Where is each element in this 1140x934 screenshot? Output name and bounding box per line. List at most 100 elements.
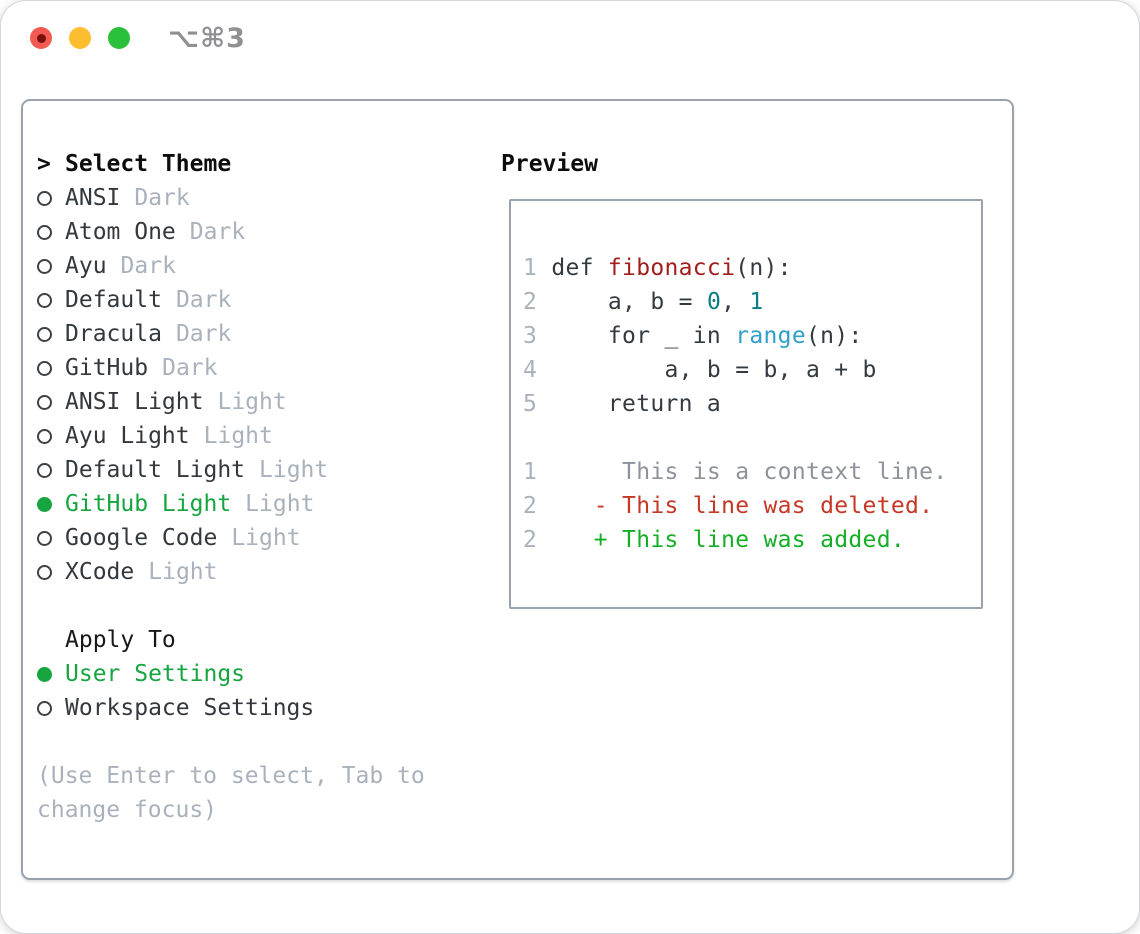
preview-column: Preview 1 def fibonacci(n): 2 a, b = 0, 1…	[501, 147, 1001, 609]
theme-item-ayu-light[interactable]: Ayu Light Light	[37, 419, 487, 453]
select-theme-header-row: > Select Theme	[37, 147, 487, 181]
radio-slot	[37, 394, 65, 410]
radio-slot	[37, 292, 65, 308]
radio-icon	[37, 462, 52, 478]
radio-slot	[37, 360, 65, 376]
theme-name: GitHub	[65, 355, 149, 381]
theme-variant-tag: Light	[231, 525, 301, 551]
radio-slot	[37, 564, 65, 580]
theme-item-github[interactable]: GitHub Dark	[37, 351, 487, 385]
code-line: 2 a, b = 0, 1	[523, 289, 764, 315]
theme-item-ansi-light[interactable]: ANSI Light Light	[37, 385, 487, 419]
apply-to-option-workspace-settings[interactable]: Workspace Settings	[37, 691, 487, 725]
theme-variant-tag: Light	[259, 457, 329, 483]
theme-name: XCode	[65, 559, 135, 585]
hint-text: (Use Enter to select, Tab to change focu…	[37, 763, 425, 823]
theme-item-dracula[interactable]: Dracula Dark	[37, 317, 487, 351]
preview-title: Preview	[501, 151, 598, 177]
radio-icon	[37, 428, 52, 444]
spacer	[37, 589, 487, 623]
preview-header-row: Preview	[501, 147, 1001, 181]
theme-variant-tag: Light	[148, 559, 218, 585]
radio-icon	[37, 496, 52, 512]
theme-item-xcode[interactable]: XCode Light	[37, 555, 487, 589]
titlebar: ⌥⌘3	[1, 1, 1139, 75]
apply-to-header-row: Apply To	[37, 623, 487, 657]
close-button[interactable]	[30, 27, 52, 49]
theme-variant-tag: Dark	[175, 321, 232, 347]
radio-slot	[37, 496, 65, 512]
theme-list: ANSI Dark Atom One Dark Ayu Dark Default…	[37, 181, 487, 589]
theme-variant-tag: Dark	[175, 287, 232, 313]
theme-name: ANSI Light	[65, 389, 204, 415]
apply-to-title: Apply To	[65, 627, 176, 653]
radio-icon	[37, 394, 52, 410]
select-theme-title: Select Theme	[65, 151, 232, 177]
prompt-cursor-icon: >	[37, 151, 51, 177]
theme-variant-tag: Dark	[120, 253, 176, 279]
theme-name: GitHub Light	[65, 491, 232, 517]
theme-item-default[interactable]: Default Dark	[37, 283, 487, 317]
theme-variant-tag: Dark	[189, 219, 246, 245]
radio-slot	[37, 666, 65, 682]
spacer	[37, 725, 487, 759]
code-line: 2 - This line was deleted.	[523, 493, 934, 519]
radio-slot	[37, 224, 65, 240]
radio-icon	[37, 700, 52, 716]
window-title: ⌥⌘3	[168, 23, 246, 54]
theme-item-ansi[interactable]: ANSI Dark	[37, 181, 487, 215]
theme-name: Atom One	[65, 219, 176, 245]
code-line: 5 return a	[523, 391, 722, 417]
minimize-button[interactable]	[69, 27, 91, 49]
radio-icon	[37, 564, 52, 580]
theme-list-column: > Select Theme ANSI Dark Atom One Dark A…	[37, 147, 487, 827]
theme-name: Google Code	[65, 525, 218, 551]
apply-to-list: User Settings Workspace Settings	[37, 657, 487, 725]
theme-name: ANSI	[65, 185, 121, 211]
apply-to-option-user-settings[interactable]: User Settings	[37, 657, 487, 691]
radio-slot	[37, 258, 65, 274]
close-dot-icon	[36, 33, 46, 43]
theme-name: Ayu	[65, 253, 107, 279]
radio-icon	[37, 258, 52, 274]
apply-to-option-label: User Settings	[65, 661, 246, 687]
radio-icon	[37, 224, 52, 240]
radio-icon	[37, 292, 52, 308]
radio-icon	[37, 530, 52, 546]
theme-picker-panel: > Select Theme ANSI Dark Atom One Dark A…	[21, 99, 1014, 880]
code-line	[523, 421, 967, 455]
radio-icon	[37, 360, 52, 376]
theme-name: Default Light	[65, 457, 246, 483]
code-line: 1 This is a context line.	[523, 459, 948, 485]
theme-item-github-light[interactable]: GitHub Light Light	[37, 487, 487, 521]
radio-slot	[37, 530, 65, 546]
theme-variant-tag: Light	[217, 389, 287, 415]
radio-slot	[37, 428, 65, 444]
code-line: 1 def fibonacci(n):	[523, 255, 792, 281]
theme-variant-tag: Dark	[134, 185, 190, 211]
radio-slot	[37, 190, 65, 206]
radio-icon	[37, 666, 52, 682]
radio-slot	[37, 326, 65, 342]
theme-name: Default	[65, 287, 162, 313]
theme-name: Dracula	[65, 321, 162, 347]
zoom-button[interactable]	[108, 27, 130, 49]
theme-variant-tag: Light	[203, 423, 273, 449]
theme-name: Ayu Light	[65, 423, 190, 449]
code-line: 4 a, b = b, a + b	[523, 357, 877, 383]
theme-variant-tag: Light	[245, 491, 315, 517]
code-line: 2 + This line was added.	[523, 527, 905, 553]
radio-slot	[37, 700, 65, 716]
theme-item-default-light[interactable]: Default Light Light	[37, 453, 487, 487]
theme-variant-tag: Dark	[162, 355, 218, 381]
radio-icon	[37, 190, 52, 206]
radio-icon	[37, 326, 52, 342]
theme-item-ayu[interactable]: Ayu Dark	[37, 249, 487, 283]
theme-item-atom-one[interactable]: Atom One Dark	[37, 215, 487, 249]
apply-to-option-label: Workspace Settings	[65, 695, 315, 721]
theme-item-google-code[interactable]: Google Code Light	[37, 521, 487, 555]
radio-slot	[37, 462, 65, 478]
